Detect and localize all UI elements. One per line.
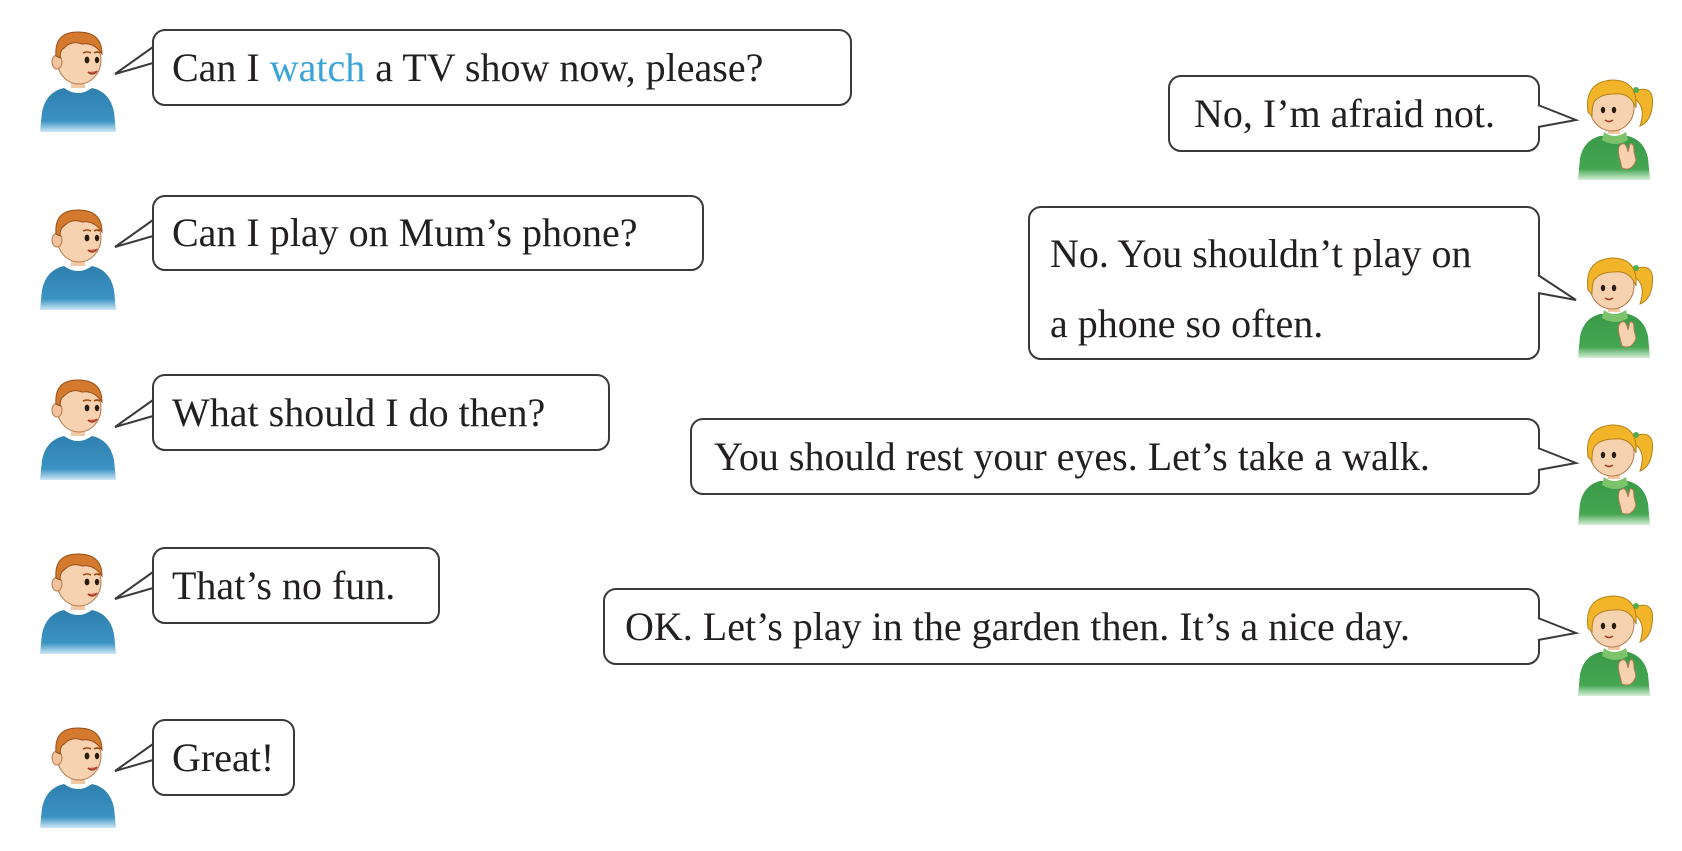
bubble-text: Can I watch a TV show now, please? (172, 44, 764, 90)
boy-bubble-5: Great! (152, 719, 295, 796)
bubble-tail (1537, 617, 1580, 641)
girl-bubble-4: OK. Let’s play in the garden then. It’s … (603, 588, 1540, 665)
bubble-tail (1537, 447, 1580, 471)
bubble-tail (114, 399, 154, 428)
bubble-tail (114, 219, 154, 248)
bubble-text: Great! (172, 734, 275, 780)
girl-bubble-3: You should rest your eyes. Let’s take a … (690, 418, 1540, 495)
boy-bubble-2: Can I play on Mum’s phone? (152, 195, 704, 271)
boy-avatar-icon (34, 20, 122, 132)
girl-bubble-1: No, I’m afraid not. (1168, 75, 1540, 152)
girl-avatar-icon (1570, 413, 1658, 525)
boy-bubble-1: Can I watch a TV show now, please? (152, 29, 852, 106)
boy-avatar-icon (34, 716, 122, 828)
boy-bubble-3: What should I do then? (152, 374, 610, 451)
bubble-text: You should rest your eyes. Let’s take a … (714, 433, 1430, 479)
girl-avatar-icon (1570, 246, 1658, 358)
bubble-text: OK. Let’s play in the garden then. It’s … (625, 603, 1410, 649)
bubble-text: No, I’m afraid not. (1194, 90, 1496, 136)
bubble-tail (1537, 274, 1577, 301)
bubble-text-line: No. You shouldn’t play on (1050, 231, 1472, 276)
girl-avatar-icon (1570, 584, 1658, 696)
bubble-tail (114, 46, 154, 75)
boy-avatar-icon (34, 542, 122, 654)
bubble-tail (114, 743, 154, 772)
bubble-text-line: a phone so often. (1050, 301, 1324, 346)
girl-bubble-2: No. You shouldn’t play on a phone so oft… (1028, 206, 1540, 360)
boy-avatar-icon (34, 368, 122, 480)
highlighted-word: watch (269, 44, 366, 90)
bubble-tail (1537, 104, 1580, 128)
boy-bubble-4: That’s no fun. (152, 547, 440, 624)
bubble-text: That’s no fun. (172, 562, 396, 608)
bubble-tail (114, 571, 154, 600)
boy-avatar-icon (34, 198, 122, 310)
bubble-text: Can I play on Mum’s phone? (172, 210, 638, 255)
bubble-text: What should I do then? (172, 389, 546, 435)
girl-avatar-icon (1570, 68, 1658, 180)
